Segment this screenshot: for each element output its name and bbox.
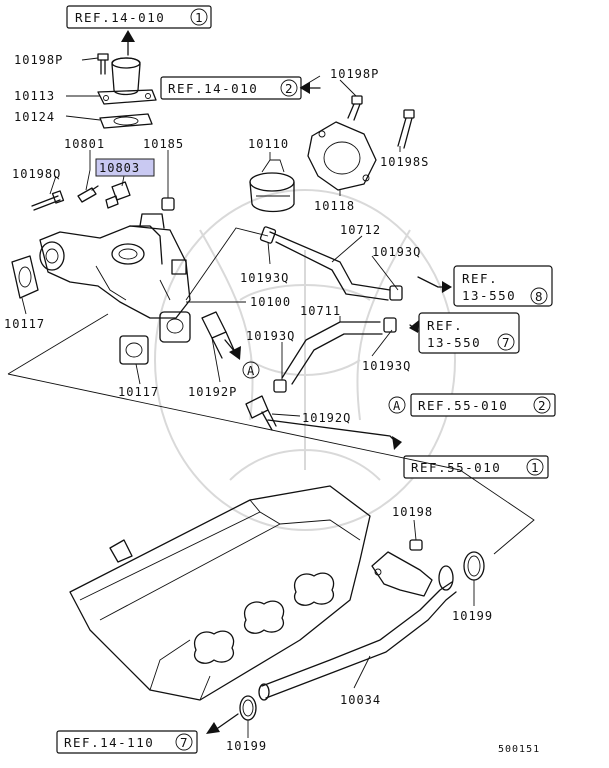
leader-lines xyxy=(7,57,535,738)
ref-box-55-010-1[interactable]: REF.55-010 1 xyxy=(403,455,549,479)
ref-text: REF.55-010 xyxy=(418,398,508,413)
label-10034: 10034 xyxy=(340,693,381,707)
ref-text: REF.14-110 xyxy=(64,735,154,750)
ref-text: 13-550 xyxy=(462,288,516,303)
label-10198s: 10198S xyxy=(380,155,429,169)
label-10118: 10118 xyxy=(314,199,355,213)
part-labels: 10198P 10113 10124 10801 10803 10185 101… xyxy=(4,53,540,755)
ref-number: 2 xyxy=(285,81,294,96)
thermostat-10110[interactable] xyxy=(249,159,295,213)
label-10198p-right: 10198P xyxy=(330,67,379,81)
hose-10712[interactable] xyxy=(259,226,403,301)
label-10193q-c: 10193Q xyxy=(246,329,295,343)
label-10712: 10712 xyxy=(340,223,381,237)
label-10801: 10801 xyxy=(64,137,105,151)
label-10198: 10198 xyxy=(392,505,433,519)
label-10198p: 10198P xyxy=(14,53,63,67)
sensor-10801[interactable] xyxy=(77,185,99,203)
label-10193q-b: 10193Q xyxy=(240,271,289,285)
callout-a-right: A xyxy=(388,396,406,414)
svg-text:A: A xyxy=(247,364,255,378)
ref-number: 1 xyxy=(195,10,204,25)
bolt-10198q[interactable] xyxy=(31,190,65,211)
label-10193q-d: 10193Q xyxy=(362,359,411,373)
label-10185: 10185 xyxy=(143,137,184,151)
o-ring-10199-bottom[interactable] xyxy=(239,695,257,721)
bolt-10198[interactable] xyxy=(409,539,423,551)
cylinder-head[interactable] xyxy=(69,485,371,701)
gasket-10124[interactable] xyxy=(99,113,153,129)
ref-box-13-550-7[interactable]: REF. 13-550 7 xyxy=(418,312,520,354)
bolt-10198s[interactable] xyxy=(397,109,415,149)
ref-text: REF.55-010 xyxy=(411,460,501,475)
ref-number: 2 xyxy=(538,398,547,413)
water-pipe-10034[interactable] xyxy=(258,551,457,701)
thermostat-housing-10118[interactable] xyxy=(307,121,377,191)
ref-text: 13-550 xyxy=(427,335,481,350)
ref-arrows xyxy=(121,30,452,734)
o-ring-10199-right[interactable] xyxy=(463,551,485,581)
label-10124: 10124 xyxy=(14,110,55,124)
water-outlet-fitting[interactable] xyxy=(97,57,157,105)
label-10110: 10110 xyxy=(248,137,289,151)
label-10199-right: 10199 xyxy=(452,609,493,623)
ref-box-14-010-2[interactable]: REF.14-010 2 xyxy=(160,76,302,100)
ref-box-13-550-8[interactable]: REF. 13-550 8 xyxy=(453,265,553,307)
ref-number: 1 xyxy=(531,460,540,475)
fitting-10192q[interactable] xyxy=(245,395,277,431)
gasket-10117-center[interactable] xyxy=(119,335,149,365)
label-10199-bottom: 10199 xyxy=(226,739,267,753)
ref-text: REF. xyxy=(462,271,498,286)
label-10192p: 10192P xyxy=(188,385,237,399)
plug-10185[interactable] xyxy=(161,197,175,211)
ref-number: 7 xyxy=(180,735,189,750)
ref-number: 7 xyxy=(502,335,511,350)
bolt-10198p-right[interactable] xyxy=(347,95,363,121)
diagram-number: 500151 xyxy=(498,744,540,755)
highlight-10803 xyxy=(95,158,155,177)
label-10117-center: 10117 xyxy=(118,385,159,399)
hose-10711[interactable] xyxy=(273,317,397,393)
label-10113: 10113 xyxy=(14,89,55,103)
bolt-10198p-top[interactable] xyxy=(97,53,109,75)
ref-box-14-110-7[interactable]: REF.14-110 7 xyxy=(56,730,198,754)
ref-text: REF.14-010 xyxy=(168,81,258,96)
label-10193q-a: 10193Q xyxy=(372,245,421,259)
callout-a-left: A xyxy=(242,361,260,379)
label-10198q: 10198Q xyxy=(12,167,61,181)
ref-box-55-010-2[interactable]: REF.55-010 2 xyxy=(410,393,556,417)
label-10803: 10803 xyxy=(99,161,140,175)
label-10192q: 10192Q xyxy=(302,411,351,425)
ref-number: 8 xyxy=(535,289,544,304)
gasket-10117-left[interactable] xyxy=(11,255,39,299)
svg-text:A: A xyxy=(393,399,401,413)
label-10117-left: 10117 xyxy=(4,317,45,331)
label-10100: 10100 xyxy=(250,295,291,309)
ref-text: REF.14-010 xyxy=(75,10,165,25)
water-manifold-10100[interactable] xyxy=(39,213,191,343)
ref-box-14-010-1[interactable]: REF.14-010 1 xyxy=(66,5,212,29)
label-10711: 10711 xyxy=(300,304,341,318)
watermark-emblem xyxy=(154,189,456,531)
fitting-10192p[interactable] xyxy=(201,311,235,359)
sensor-10803[interactable] xyxy=(105,181,131,209)
ref-text: REF. xyxy=(427,318,463,333)
